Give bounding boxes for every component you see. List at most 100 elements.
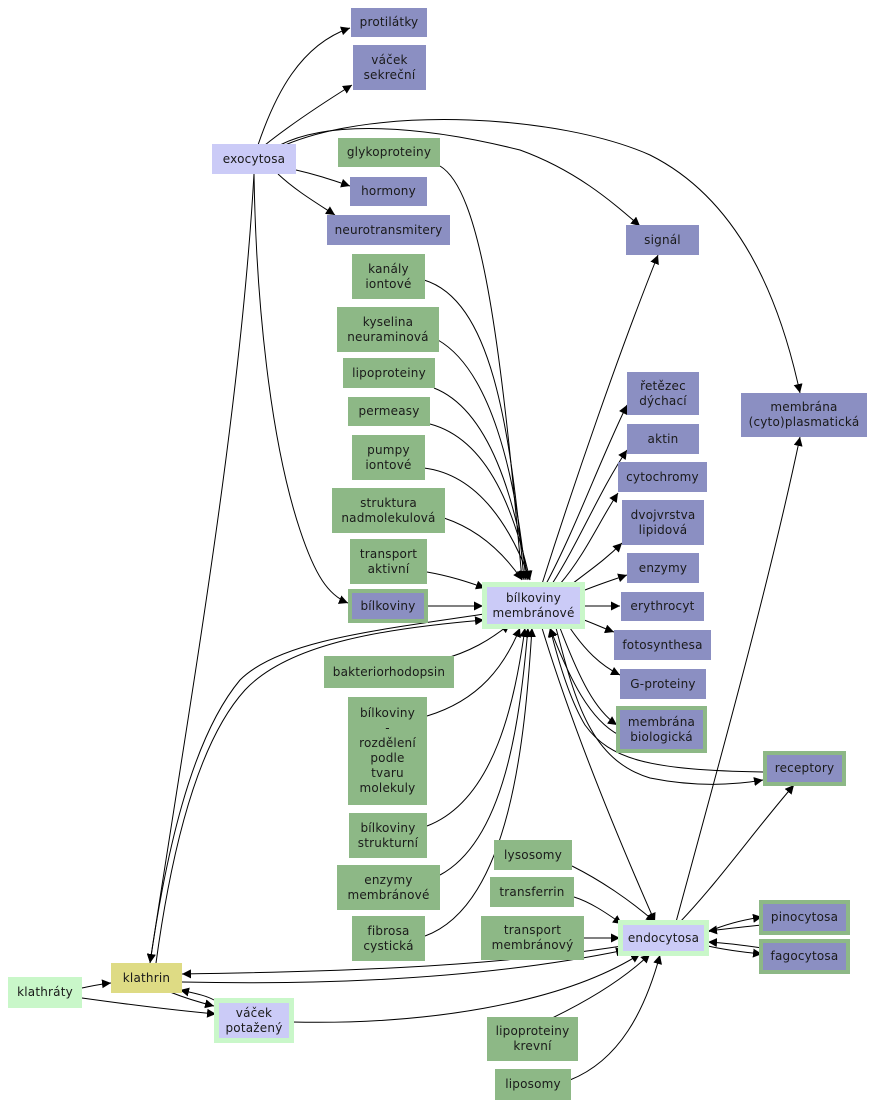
node-bilkoviny-strukturni[interactable]: bílkoviny strukturní: [349, 813, 427, 858]
edge-rozdeleni-bm: [426, 627, 521, 717]
edge-fagocytosa-endocytosa: [707, 938, 763, 949]
node-vacek-sekrecni[interactable]: váček sekreční: [353, 45, 426, 90]
node-g-proteiny[interactable]: G-proteiny: [620, 669, 706, 699]
node-permeasy[interactable]: permeasy: [348, 397, 430, 426]
edge-klathraty-klathrin: [81, 979, 112, 989]
node-fagocytosa-label: fagocytosa: [763, 943, 846, 970]
edge-exocytosa-signal: [279, 128, 641, 227]
edge-exocytosa-bilkoviny: [253, 173, 349, 604]
edge-bm-aktin: [551, 449, 628, 585]
edge-glykoproteiny-bm: [439, 165, 526, 581]
node-transport-aktivni[interactable]: transport aktivní: [350, 539, 427, 584]
node-enzymy-membranove[interactable]: enzymy membránové: [337, 865, 440, 910]
node-kyselina-neuraminova[interactable]: kyselina neuraminová: [337, 307, 439, 352]
node-pinocytosa[interactable]: pinocytosa: [759, 900, 850, 935]
edge-bm-endocytosa: [541, 627, 656, 923]
edge-bm-membrana-biologicka: [559, 627, 618, 726]
node-erythrocyt[interactable]: erythrocyt: [621, 592, 704, 621]
node-cytochromy[interactable]: cytochromy: [618, 462, 707, 492]
edge-bm-retezec: [545, 404, 628, 585]
node-bilkoviny-label: bílkoviny: [352, 593, 424, 619]
edge-klathraty-vacek-potazeny: [81, 997, 217, 1018]
edge-fibrosa-bm: [424, 627, 536, 937]
edge-bm-receptory: [555, 627, 764, 786]
edge-membrana-biologicka-bm: [549, 627, 620, 736]
node-membrana-biologicka-label: membrána biologická: [620, 710, 703, 749]
edge-bm-fotosynthesa: [583, 619, 615, 634]
edge-kanaly-bm: [423, 279, 528, 581]
edge-enzymy-membranove-bm: [439, 627, 532, 876]
node-aktin[interactable]: aktin: [627, 424, 699, 454]
edge-transferrin-endocytosa: [573, 896, 623, 925]
edge-endocytosa-receptory: [679, 784, 795, 923]
node-bilkoviny-membranove-label: bílkoviny membránové: [487, 587, 580, 624]
edge-bm-enzymy: [584, 573, 628, 591]
edge-lipoproteiny-krevni-endocytosa: [547, 953, 651, 1021]
node-hormony[interactable]: hormony: [350, 177, 427, 206]
edge-liposomy-endocytosa: [569, 954, 662, 1081]
edge-bm-dvojvrstva: [571, 542, 623, 585]
edge-exocytosa-neurotransmitery: [277, 173, 336, 216]
edge-vacek-potazeny-endocytosa: [291, 953, 641, 1023]
node-endocytosa[interactable]: endocytosa: [618, 920, 709, 956]
node-exocytosa[interactable]: exocytosa: [212, 144, 296, 174]
node-signal[interactable]: signál: [626, 225, 699, 255]
node-dvojvrstva-lipidova[interactable]: dvojvrstva lipidová: [622, 500, 704, 545]
node-transport-membranovy[interactable]: transport membránový: [481, 916, 584, 960]
edge-permeasy-bm: [429, 423, 533, 581]
node-vacek-potazeny-label: váček potažený: [219, 1003, 289, 1038]
node-lipoproteiny-krevni[interactable]: lipoproteiny krevní: [487, 1017, 578, 1061]
node-fagocytosa[interactable]: fagocytosa: [759, 939, 850, 974]
node-lysosomy[interactable]: lysosomy: [494, 840, 572, 870]
edge-endocytosa-membrana-cyto: [675, 436, 803, 923]
edge-exocytosa-vacek-sekrecni: [264, 84, 353, 146]
node-bilkoviny[interactable]: bílkoviny: [348, 589, 428, 623]
edge-pinocytosa-endocytosa: [707, 924, 763, 935]
node-struktura-nadmolekulova[interactable]: struktura nadmolekulová: [332, 488, 445, 533]
node-bilkoviny-membranove[interactable]: bílkoviny membránové: [482, 582, 585, 629]
node-retezec-dychaci[interactable]: řetězec dýchací: [627, 372, 699, 415]
edge-exocytosa-hormony: [295, 169, 351, 188]
node-klathrin[interactable]: klathrin: [111, 963, 182, 993]
edge-pumpy-bm: [423, 467, 532, 581]
edge-struktura-bm: [443, 517, 523, 581]
node-fotosynthesa[interactable]: fotosynthesa: [614, 630, 711, 660]
edge-exocytosa-membrana-cyto: [284, 119, 803, 394]
node-pumpy-iontove[interactable]: pumpy iontové: [352, 435, 425, 480]
edge-exocytosa-klathrin: [146, 173, 255, 964]
node-pinocytosa-label: pinocytosa: [763, 904, 846, 931]
node-neurotransmitery[interactable]: neurotransmitery: [327, 215, 450, 245]
edge-klathrin-vacek-potazeny: [169, 991, 215, 1009]
node-bakteriorhodopsin[interactable]: bakteriorhodopsin: [324, 656, 454, 688]
edge-transport-aktivni-bm: [426, 571, 486, 590]
edge-bm-gproteiny: [569, 627, 621, 676]
edge-receptory-bm: [547, 627, 764, 773]
edge-vacek-potazeny-klathrin: [179, 987, 215, 1001]
edge-lysosomy-endocytosa: [571, 865, 656, 923]
edge-kyselina-bm: [437, 339, 530, 581]
node-receptory[interactable]: receptory: [763, 751, 846, 786]
node-membrana-cytoplasmaticka[interactable]: membrána (cyto)plasmatická: [741, 393, 867, 437]
node-membrana-biologicka[interactable]: membrána biologická: [616, 706, 707, 753]
node-enzymy[interactable]: enzymy: [627, 553, 699, 583]
node-lipoproteiny[interactable]: lipoproteiny: [343, 358, 435, 388]
edge-bm-signal: [541, 254, 659, 585]
node-vacek-potazeny[interactable]: váček potažený: [214, 998, 294, 1043]
edge-exocytosa-protilatky: [257, 26, 351, 146]
node-receptory-label: receptory: [767, 755, 842, 782]
edge-strukturni-bm: [426, 627, 529, 827]
node-liposomy[interactable]: liposomy: [495, 1069, 571, 1100]
edge-bm-cytochromy: [559, 492, 619, 585]
node-transferrin[interactable]: transferrin: [490, 877, 574, 907]
edge-bakteriorhodopsin-bm: [439, 623, 511, 661]
node-bilkoviny-rozdeleni[interactable]: bílkoviny - rozdělení podle tvaru moleku…: [348, 697, 427, 805]
node-protilatky[interactable]: protilátky: [351, 8, 427, 37]
edge-bm-klathrin: [146, 613, 485, 964]
node-kanaly-iontove[interactable]: kanály iontové: [352, 254, 425, 299]
node-glykoproteiny[interactable]: glykoproteiny: [338, 138, 440, 167]
edge-klathrin-endocytosa: [181, 947, 626, 984]
node-fibrosa-cysticka[interactable]: fibrosa cystická: [352, 916, 425, 961]
edge-klathrin-bm: [155, 616, 485, 964]
node-klathraty[interactable]: klathráty: [8, 977, 82, 1008]
